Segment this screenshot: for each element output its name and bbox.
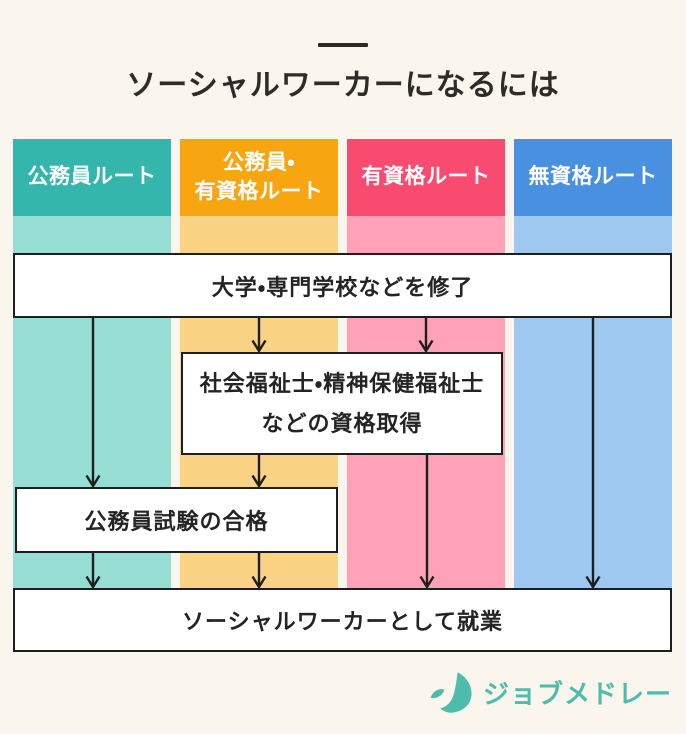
route-label: 有資格ルート [361,165,491,189]
down-arrow [251,318,267,354]
down-arrow [85,318,101,489]
route-header-civil-servant: 公務員ルート [13,139,171,216]
jobmedley-crescent-icon [430,672,472,713]
route-header-civil-servant-qualified: 公務員・ 有資格ルート [180,139,338,216]
route-header-unqualified: 無資格ルート [514,139,672,216]
step-label: 公務員試験の合格 [84,509,269,534]
route-header-qualified: 有資格ルート [347,139,505,216]
step-label: ソーシャルワーカーとして就業 [182,609,503,634]
route-label: 公務員ルート [27,165,157,189]
down-arrow [85,553,101,590]
down-arrow [585,318,601,590]
route-label: 公務員・ 有資格ルート [194,151,324,203]
down-arrow [419,455,435,590]
step-box-pass-civil-exam: 公務員試験の合格 [15,487,338,553]
down-arrow [251,553,267,590]
jobmedley-logo-text: ジョブメドレー [482,678,672,709]
step-box-employment: ソーシャルワーカーとして就業 [13,588,672,652]
jobmedley-logo: ジョブメドレー [428,668,672,716]
title-dash [318,43,368,47]
route-label: 無資格ルート [528,165,658,189]
step-label: 大学・専門学校などを修了 [211,274,474,300]
down-arrow [251,455,267,489]
step-box-obtain-license: 社会福祉士・精神保健福祉士 などの資格取得 [181,352,503,455]
step-box-graduate-school: 大学・専門学校などを修了 [13,253,672,318]
down-arrow [418,318,434,354]
page-title: ソーシャルワーカーになるには [126,69,560,102]
step-label: 社会福祉士・精神保健福祉士 などの資格取得 [199,370,485,436]
